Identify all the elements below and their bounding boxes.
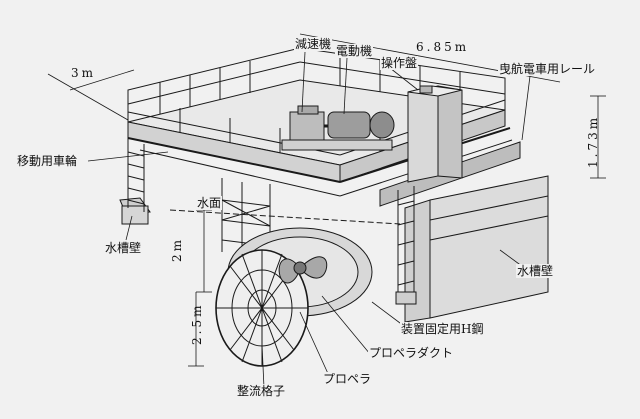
propeller-blades	[278, 256, 328, 284]
label-dim-height: 1.73m	[586, 114, 600, 168]
water-surface-line	[169, 209, 401, 225]
left-ladder	[127, 140, 145, 212]
label-propeller-duct: プロペラダクト	[368, 346, 455, 360]
control-panel-cabinet	[407, 85, 463, 183]
right-ladder	[395, 186, 417, 305]
right-tank-wall	[404, 175, 549, 323]
label-reducer: 減速機	[294, 37, 333, 51]
label-dim-upper: 2m	[170, 236, 184, 262]
label-control-panel: 操作盤	[380, 56, 419, 70]
leader-lines	[87, 51, 531, 389]
label-dim-lower: 2.5m	[190, 302, 204, 345]
label-dim-width: 6.85m	[415, 40, 471, 54]
label-h-steel: 装置固定用H鋼	[400, 322, 485, 336]
label-dim-depth: 3m	[70, 66, 98, 80]
motor-reducer-unit	[281, 105, 395, 151]
label-moving-wheel: 移動用車輪	[16, 154, 79, 168]
label-tank-wall-right: 水槽壁	[516, 264, 555, 278]
label-carriage-rail: 曳航電車用レール	[498, 62, 597, 76]
label-motor: 電動機	[335, 44, 374, 58]
label-water-surface: 水面	[196, 196, 223, 210]
label-tank-wall-left: 水槽壁	[104, 241, 143, 255]
label-flow-straightener: 整流格子	[236, 384, 287, 398]
label-propeller: プロペラ	[322, 372, 373, 386]
